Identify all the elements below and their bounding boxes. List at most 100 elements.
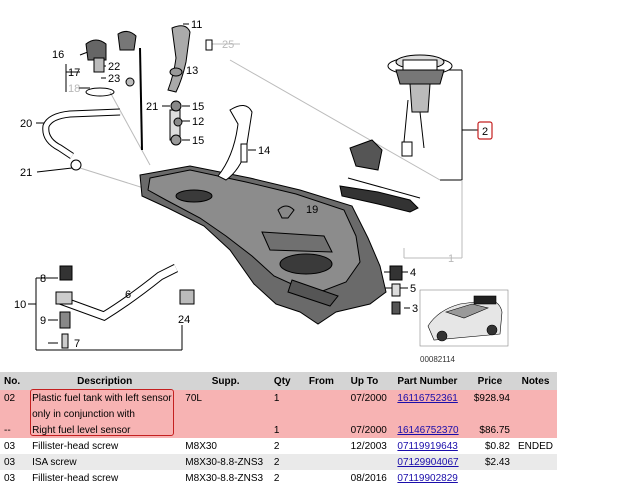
cell-from <box>304 422 347 438</box>
cell-part-number: 07119902829 <box>393 470 465 486</box>
cell-supp: M8X30-8.8-ZNS3 <box>181 454 270 470</box>
table-row[interactable]: 03 ISA screw M8X30-8.8-ZNS3 2 0712990406… <box>0 454 557 470</box>
cell-up-to: 07/2000 <box>346 422 394 438</box>
col-no: No. <box>0 372 29 390</box>
callout-13[interactable]: 13 <box>186 65 198 77</box>
callout-9[interactable]: 9 <box>40 315 46 327</box>
part-number-link[interactable]: 07119902829 <box>397 472 458 484</box>
col-description: Description <box>28 372 182 390</box>
cell-no: 02 <box>0 390 29 406</box>
cell-supp <box>181 422 270 438</box>
col-qty: Qty <box>269 372 305 390</box>
callout-14[interactable]: 14 <box>258 145 270 157</box>
callout-7[interactable]: 7 <box>74 338 80 350</box>
callout-10[interactable]: 10 <box>14 299 26 311</box>
cell-from <box>304 390 347 406</box>
cell-notes <box>513 454 557 470</box>
table-row[interactable]: 03 Fillister-head screw M8X30 2 12/2003 … <box>0 438 557 454</box>
cell-price: $0.82 <box>484 440 510 452</box>
cell-no: 03 <box>4 440 16 452</box>
table-header-row: No. Description Supp. Qty From Up To Par… <box>0 372 557 390</box>
cell-description: Fillister-head screw <box>32 440 119 452</box>
col-price: Price <box>465 372 514 390</box>
cell-from <box>305 438 347 454</box>
cell-up-to: 08/2016 <box>350 472 387 484</box>
table-row[interactable]: -- Right fuel level sensor 1 07/2000 161… <box>0 422 557 438</box>
parts-table: No. Description Supp. Qty From Up To Par… <box>0 372 557 486</box>
cell-price <box>465 406 514 422</box>
part-number-link[interactable]: 16146752370 <box>397 424 459 436</box>
cell-supp: M8X30-8.8-ZNS3 <box>185 472 264 484</box>
cell-part-number: 16116752361 <box>393 390 466 406</box>
cell-price: $928.94 <box>465 390 514 406</box>
part-number-link[interactable]: 07129904067 <box>397 456 459 468</box>
callout-22[interactable]: 22 <box>108 61 120 73</box>
cell-part-number: 07129904067 <box>393 454 466 470</box>
callout-1[interactable]: 1 <box>448 253 454 265</box>
callout-11[interactable]: 11 <box>191 19 202 31</box>
col-supp: Supp. <box>181 372 270 390</box>
cell-notes <box>513 406 557 422</box>
callout-15-lower[interactable]: 15 <box>192 135 204 147</box>
cell-up-to <box>346 454 394 470</box>
part-number-link[interactable]: 07119919643 <box>397 440 458 452</box>
cell-qty: 2 <box>269 454 305 470</box>
cell-description: Right fuel level sensor <box>28 422 182 438</box>
callout-16[interactable]: 16 <box>52 49 64 61</box>
cell-description: Fillister-head screw <box>32 472 119 484</box>
table-row[interactable]: only in conjunction with <box>0 406 557 422</box>
cell-qty: 2 <box>273 472 280 484</box>
callout-25[interactable]: 25 <box>222 39 234 51</box>
col-part-number: Part Number <box>393 372 466 390</box>
table-row[interactable]: 03 Fillister-head screw M8X30-8.8-ZNS3 2… <box>0 470 557 486</box>
callout-21-lower[interactable]: 21 <box>20 167 32 179</box>
callout-4[interactable]: 4 <box>410 267 416 279</box>
cell-price: $86.75 <box>465 422 514 438</box>
cell-notes <box>513 390 557 406</box>
callout-18[interactable]: 18 <box>68 83 80 95</box>
cell-notes <box>514 470 557 486</box>
callout-5[interactable]: 5 <box>410 283 416 295</box>
col-from: From <box>304 372 347 390</box>
cell-from <box>304 454 347 470</box>
figure-id: 00082114 <box>420 355 456 364</box>
cell-from <box>304 406 347 422</box>
callout-23[interactable]: 23 <box>108 73 120 85</box>
cell-up-to: 12/2003 <box>350 440 387 452</box>
col-notes: Notes <box>513 372 557 390</box>
callout-8[interactable]: 8 <box>40 273 46 285</box>
cell-from <box>305 470 347 486</box>
callout-15-upper[interactable]: 15 <box>192 101 204 113</box>
cell-description: ISA screw <box>28 454 182 470</box>
callout-12[interactable]: 12 <box>192 116 204 128</box>
part-number-link[interactable]: 16116752361 <box>397 392 458 404</box>
cell-supp <box>181 406 270 422</box>
cell-price <box>466 470 514 486</box>
cell-description: Plastic fuel tank with left sensor <box>28 390 182 406</box>
cell-supp: M8X30 <box>185 440 217 452</box>
cell-part-number: 16146752370 <box>393 422 466 438</box>
callout-20[interactable]: 20 <box>20 118 32 130</box>
cell-up-to <box>346 406 394 422</box>
cell-price: $2.43 <box>465 454 514 470</box>
callout-6[interactable]: 6 <box>125 289 131 301</box>
cell-part-number <box>393 406 466 422</box>
col-up-to: Up To <box>346 372 394 390</box>
cell-no: 03 <box>4 472 16 484</box>
parts-diagram: 11 25 16 22 17 23 18 13 21 15 20 12 15 1… <box>14 19 509 364</box>
cell-supp: 70L <box>181 390 270 406</box>
cell-qty <box>269 406 305 422</box>
cell-qty: 1 <box>269 390 305 406</box>
callout-3[interactable]: 3 <box>412 303 418 315</box>
cell-no <box>0 406 29 422</box>
callout-17[interactable]: 17 <box>68 67 80 79</box>
cell-part-number: 07119919643 <box>393 438 465 454</box>
callout-24[interactable]: 24 <box>178 314 190 326</box>
cell-notes: ENDED <box>517 440 553 452</box>
callout-2-highlight <box>477 121 493 140</box>
callout-2[interactable]: 2 <box>482 126 488 138</box>
callout-21-upper[interactable]: 21 <box>146 101 158 113</box>
callout-19[interactable]: 19 <box>306 204 318 216</box>
cell-qty: 1 <box>269 422 305 438</box>
table-row[interactable]: 02 Plastic fuel tank with left sensor 70… <box>0 390 557 406</box>
